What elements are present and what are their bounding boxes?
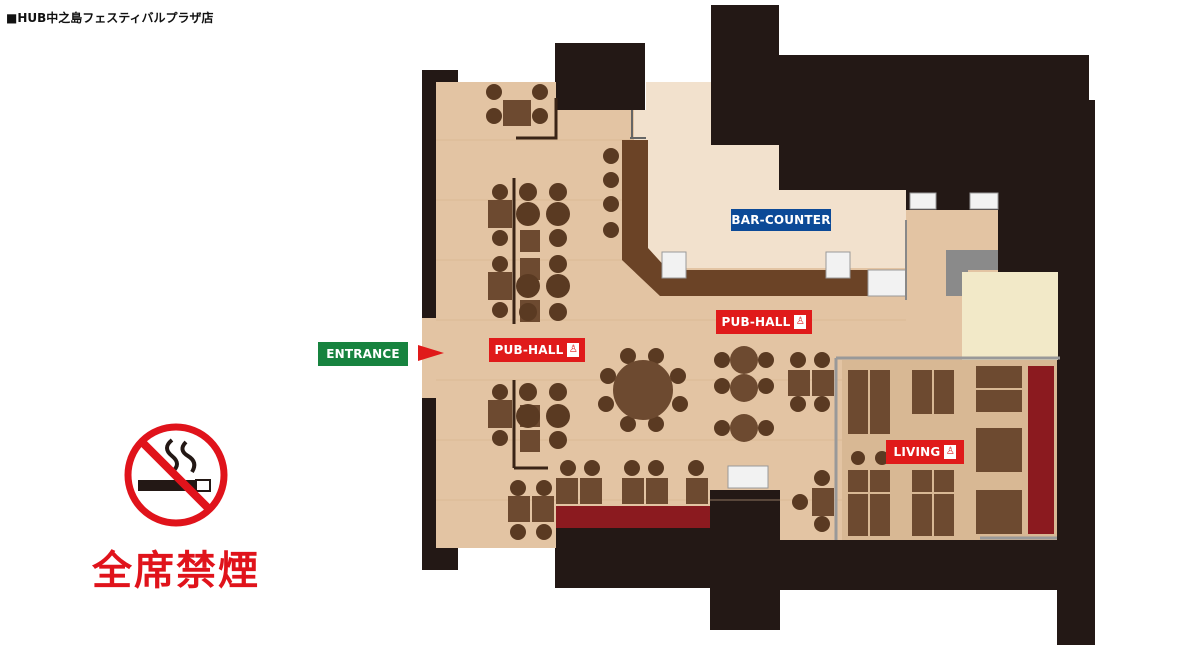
service-station — [727, 465, 769, 489]
storage-shelf — [946, 250, 998, 296]
round-tables — [613, 346, 758, 442]
south-block-right — [780, 540, 1090, 590]
seat-icon: ♙ — [794, 315, 807, 329]
bar-counter-label: BAR-COUNTER — [731, 209, 831, 231]
bar-back-area — [646, 82, 906, 268]
store-title: ■HUB中之島フェスティバルプラザ店 — [6, 11, 214, 25]
north-pillar — [555, 43, 645, 110]
living-side-room — [962, 272, 1058, 360]
south-block-left — [555, 528, 710, 588]
bar-fixture-3 — [867, 269, 907, 297]
south-bench — [556, 506, 710, 528]
partitions — [512, 98, 558, 470]
round-chairs — [486, 84, 889, 540]
seat-icon: ♙ — [944, 445, 957, 459]
bar-fixture-2 — [825, 251, 851, 279]
storage-box-2 — [969, 192, 999, 210]
north-tower — [711, 5, 779, 145]
walls — [422, 5, 1095, 645]
pub-hall-label-left: PUB-HALL ♙ — [489, 338, 585, 362]
bar-fixture-1 — [661, 251, 687, 279]
south-tower — [710, 490, 780, 630]
no-smoking-text: 全席禁煙 — [92, 548, 260, 594]
storage-box-1 — [909, 192, 937, 210]
living-label: LIVING ♙ — [886, 440, 964, 464]
living-sofa — [1028, 366, 1054, 534]
seat-icon: ♙ — [567, 343, 580, 357]
bar-nook — [634, 110, 646, 140]
no-smoking-icon — [124, 423, 228, 527]
entrance-arrow — [418, 345, 444, 361]
bar-counter — [622, 140, 868, 296]
pub-hall-label-right: PUB-HALL ♙ — [716, 310, 812, 334]
entrance-label: ENTRANCE — [318, 342, 408, 366]
